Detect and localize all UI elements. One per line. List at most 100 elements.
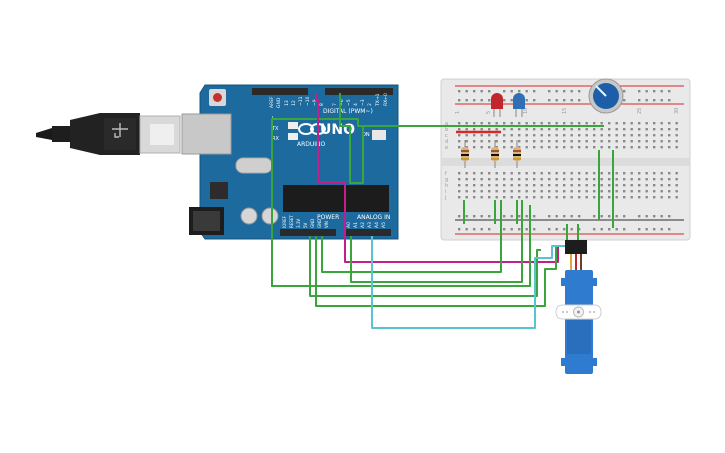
breadboard-hole[interactable] <box>623 128 626 131</box>
breadboard-hole[interactable] <box>668 146 671 149</box>
breadboard-hole[interactable] <box>480 122 483 125</box>
breadboard-hole[interactable] <box>533 178 536 181</box>
breadboard-hole[interactable] <box>503 122 506 125</box>
breadboard-hole[interactable] <box>578 99 581 102</box>
breadboard-hole[interactable] <box>503 184 506 187</box>
breadboard-hole[interactable] <box>675 128 678 131</box>
breadboard-hole[interactable] <box>593 178 596 181</box>
breadboard-hole[interactable] <box>653 196 656 199</box>
breadboard-hole[interactable] <box>653 134 656 137</box>
breadboard-hole[interactable] <box>540 178 543 181</box>
breadboard-hole[interactable] <box>585 134 588 137</box>
wire-magenta[interactable] <box>315 93 575 263</box>
breadboard-hole[interactable] <box>555 172 558 175</box>
breadboard-hole[interactable] <box>660 134 663 137</box>
breadboard-hole[interactable] <box>548 128 551 131</box>
breadboard-hole[interactable] <box>630 190 633 193</box>
breadboard-hole[interactable] <box>503 140 506 143</box>
breadboard-hole[interactable] <box>518 134 521 137</box>
breadboard-hole[interactable] <box>668 215 671 218</box>
breadboard-hole[interactable] <box>503 172 506 175</box>
breadboard-hole[interactable] <box>615 215 618 218</box>
breadboard-hole[interactable] <box>473 196 476 199</box>
resistor-2-icon[interactable] <box>491 140 499 168</box>
breadboard-hole[interactable] <box>675 184 678 187</box>
breadboard-hole[interactable] <box>525 99 528 102</box>
breadboard-hole[interactable] <box>585 184 588 187</box>
breadboard-hole[interactable] <box>518 190 521 193</box>
breadboard-hole[interactable] <box>645 196 648 199</box>
breadboard-hole[interactable] <box>458 190 461 193</box>
breadboard-hole[interactable] <box>548 228 551 231</box>
breadboard-hole[interactable] <box>495 134 498 137</box>
breadboard-hole[interactable] <box>570 190 573 193</box>
breadboard-hole[interactable] <box>563 140 566 143</box>
breadboard-hole[interactable] <box>630 172 633 175</box>
breadboard-hole[interactable] <box>458 196 461 199</box>
breadboard-hole[interactable] <box>660 172 663 175</box>
breadboard-hole[interactable] <box>548 172 551 175</box>
breadboard-hole[interactable] <box>518 184 521 187</box>
breadboard-hole[interactable] <box>570 128 573 131</box>
breadboard-hole[interactable] <box>488 140 491 143</box>
breadboard-hole[interactable] <box>660 215 663 218</box>
breadboard-hole[interactable] <box>510 228 513 231</box>
breadboard-hole[interactable] <box>525 134 528 137</box>
breadboard-hole[interactable] <box>480 196 483 199</box>
breadboard-hole[interactable] <box>570 178 573 181</box>
breadboard-hole[interactable] <box>653 184 656 187</box>
breadboard-hole[interactable] <box>465 140 468 143</box>
breadboard-hole[interactable] <box>465 90 468 93</box>
breadboard-hole[interactable] <box>645 146 648 149</box>
breadboard-hole[interactable] <box>585 128 588 131</box>
breadboard-hole[interactable] <box>465 184 468 187</box>
breadboard-hole[interactable] <box>593 128 596 131</box>
breadboard-hole[interactable] <box>660 190 663 193</box>
breadboard-hole[interactable] <box>465 99 468 102</box>
breadboard-hole[interactable] <box>510 215 513 218</box>
digital-header-right[interactable] <box>325 88 393 95</box>
breadboard-hole[interactable] <box>488 178 491 181</box>
breadboard-hole[interactable] <box>638 172 641 175</box>
breadboard-hole[interactable] <box>518 172 521 175</box>
breadboard-hole[interactable] <box>488 128 491 131</box>
analog-header[interactable] <box>345 229 391 236</box>
breadboard-hole[interactable] <box>563 190 566 193</box>
breadboard-hole[interactable] <box>473 134 476 137</box>
breadboard-hole[interactable] <box>630 146 633 149</box>
breadboard-hole[interactable] <box>525 122 528 125</box>
breadboard-hole[interactable] <box>668 196 671 199</box>
breadboard-hole[interactable] <box>653 90 656 93</box>
breadboard-hole[interactable] <box>473 90 476 93</box>
breadboard-hole[interactable] <box>525 140 528 143</box>
breadboard-hole[interactable] <box>623 122 626 125</box>
breadboard-hole[interactable] <box>495 172 498 175</box>
breadboard-hole[interactable] <box>653 178 656 181</box>
breadboard-hole[interactable] <box>600 128 603 131</box>
breadboard-hole[interactable] <box>533 90 536 93</box>
breadboard-hole[interactable] <box>668 128 671 131</box>
breadboard-hole[interactable] <box>503 196 506 199</box>
usb-cable-icon[interactable] <box>36 113 181 155</box>
breadboard-hole[interactable] <box>480 228 483 231</box>
breadboard-hole[interactable] <box>540 196 543 199</box>
breadboard-hole[interactable] <box>645 90 648 93</box>
breadboard-hole[interactable] <box>533 228 536 231</box>
breadboard-hole[interactable] <box>630 184 633 187</box>
breadboard-hole[interactable] <box>555 178 558 181</box>
breadboard-hole[interactable] <box>668 140 671 143</box>
breadboard-hole[interactable] <box>510 178 513 181</box>
breadboard-hole[interactable] <box>510 190 513 193</box>
breadboard-hole[interactable] <box>525 215 528 218</box>
breadboard-hole[interactable] <box>675 122 678 125</box>
breadboard-hole[interactable] <box>563 134 566 137</box>
breadboard-hole[interactable] <box>503 190 506 193</box>
breadboard-hole[interactable] <box>480 128 483 131</box>
breadboard-hole[interactable] <box>600 184 603 187</box>
breadboard-hole[interactable] <box>510 99 513 102</box>
breadboard-hole[interactable] <box>465 228 468 231</box>
breadboard-hole[interactable] <box>540 146 543 149</box>
breadboard-hole[interactable] <box>593 122 596 125</box>
breadboard-hole[interactable] <box>458 178 461 181</box>
breadboard-hole[interactable] <box>510 90 513 93</box>
